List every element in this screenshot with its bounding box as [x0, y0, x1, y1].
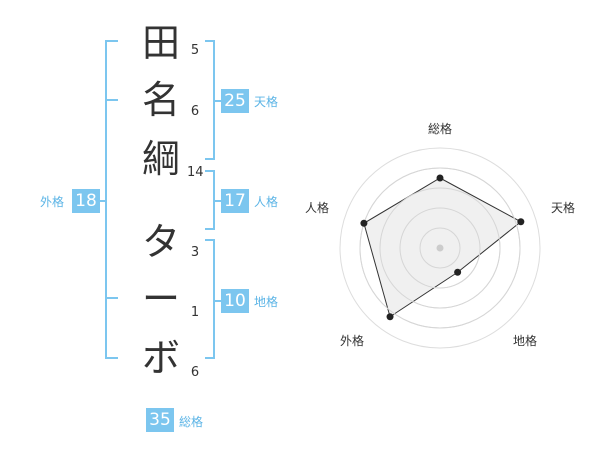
gaikaku-bracket [105, 40, 118, 359]
radar-axis-label-jinkaku: 人格 [304, 201, 329, 215]
chikaku-bracket [205, 239, 215, 359]
stroke-count-2: 6 [190, 104, 200, 119]
name-char-4: タ [141, 220, 180, 264]
stroke-count-3: 14 [187, 165, 204, 180]
soukaku-value: 35 [146, 408, 174, 432]
stroke-count-4: 3 [190, 245, 200, 260]
radar-point-5 [360, 219, 368, 227]
tenkaku-label: 天格 [254, 95, 279, 109]
radar-axis-label-gaikaku: 外格 [339, 334, 364, 348]
radar-ring-overlay-3 [379, 187, 501, 309]
jinkaku-value: 17 [221, 189, 249, 213]
jinkaku-label: 人格 [254, 195, 279, 209]
chikaku-value: 10 [221, 289, 249, 313]
name-char-5: ー [141, 277, 180, 321]
name-char-2: 名 [141, 78, 180, 122]
radar-axis-label-tenkaku: 天格 [550, 201, 575, 215]
stroke-count-5: 1 [190, 305, 200, 320]
radar-ring-overlay-4 [359, 167, 521, 329]
gaikaku-value: 18 [72, 189, 100, 213]
radar-ring-overlay-1 [419, 227, 461, 269]
chikaku-label: 地格 [254, 295, 279, 309]
gaikaku-label: 外格 [40, 195, 65, 209]
radar-point-4 [386, 313, 394, 321]
radar-axis-label-soukaku: 総格 [427, 122, 452, 136]
name-char-6: ボ [141, 336, 180, 380]
soukaku-label: 総格 [179, 415, 204, 429]
radar-point-2 [517, 218, 525, 226]
name-char-3: 綱 [141, 137, 180, 181]
radar-point-1 [436, 174, 444, 182]
name-char-1: 田 [141, 21, 180, 65]
stroke-count-1: 5 [190, 43, 200, 58]
radar-center-dot [436, 244, 444, 252]
radar-ring-overlay-2 [399, 207, 481, 289]
tenkaku-value: 25 [221, 89, 249, 113]
radar-point-3 [454, 268, 462, 276]
stroke-count-6: 6 [190, 365, 200, 380]
radar-axis-label-chikaku: 地格 [512, 334, 537, 348]
